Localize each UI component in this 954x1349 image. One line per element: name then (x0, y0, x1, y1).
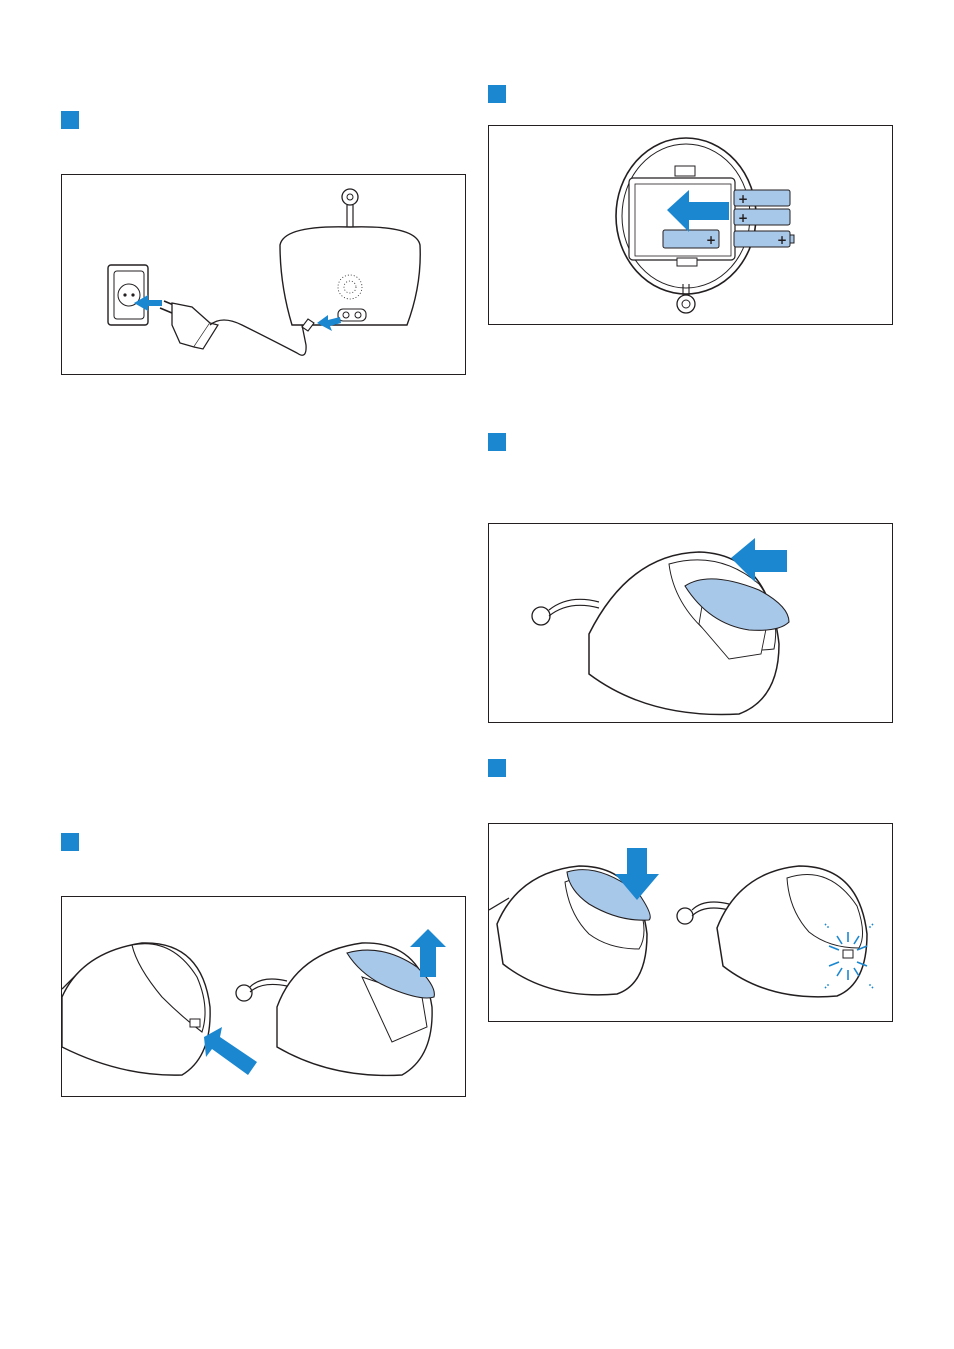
illustration-panel-batteries: + + + + (488, 125, 893, 325)
svg-text:+: + (738, 211, 748, 225)
svg-text:+: + (777, 233, 787, 247)
slide-cover-illustration (489, 524, 893, 723)
svg-text:+: + (706, 233, 716, 247)
batteries-illustration: + + + + (489, 126, 893, 325)
close-cover-illustration (489, 824, 893, 1022)
baby-unit-back-icon (280, 189, 420, 325)
baby-unit-open-icon (236, 943, 434, 1076)
baby-unit-closed-icon (62, 943, 210, 1075)
battery-inside-icon: + (663, 230, 719, 248)
battery-2-icon: + (734, 209, 790, 225)
adapter-illustration (62, 175, 466, 375)
battery-1-icon: + (734, 190, 790, 206)
power-adapter-icon (160, 301, 218, 349)
illustration-panel-close-cover (488, 823, 893, 1022)
baby-unit-closed-icon (677, 866, 867, 997)
step-marker-batteries (488, 85, 506, 103)
illustration-panel-slide-cover (488, 523, 893, 723)
step-marker-slide-cover (488, 433, 506, 451)
step-marker-1 (61, 111, 79, 129)
step-marker-open-cover (61, 833, 79, 851)
illustration-panel-open-cover (61, 896, 466, 1097)
battery-3-icon: + (734, 231, 794, 247)
step-marker-close-cover (488, 759, 506, 777)
illustration-panel-adapter (61, 174, 466, 375)
press-latch-arrow-icon (204, 1027, 257, 1075)
wall-socket-icon (108, 265, 148, 325)
open-cover-illustration (62, 897, 466, 1097)
svg-text:+: + (738, 192, 748, 206)
baby-unit-open-icon (532, 552, 779, 715)
